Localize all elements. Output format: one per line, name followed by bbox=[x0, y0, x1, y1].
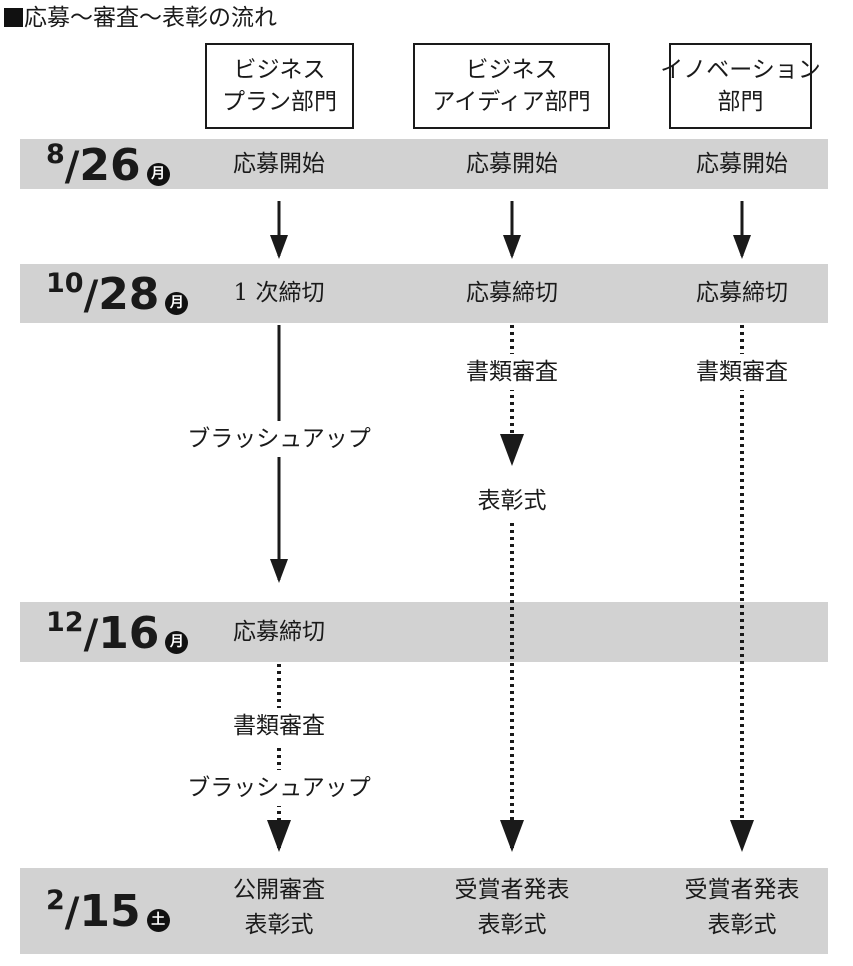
black-square-icon bbox=[4, 8, 23, 27]
step-document-review: 書類審査 bbox=[466, 354, 558, 390]
date-band-row-2 bbox=[20, 264, 828, 323]
diagram-title: 応募〜審査〜表彰の流れ bbox=[4, 2, 277, 34]
cell-winner-announcement: 受賞者発表 bbox=[684, 877, 800, 903]
column-header-line: 部門 bbox=[717, 89, 764, 115]
cell-ceremony: 表彰式 bbox=[477, 912, 547, 938]
date-day: 16 bbox=[98, 608, 160, 659]
date-slash: / bbox=[64, 890, 80, 936]
cell-start: 応募開始 bbox=[466, 151, 558, 177]
cell-start: 応募開始 bbox=[233, 151, 325, 177]
step-brushup: ブラッシュアップ bbox=[187, 770, 371, 806]
date-day: 26 bbox=[79, 140, 141, 191]
date-day: 15 bbox=[79, 886, 141, 937]
column-header-line: プラン部門 bbox=[222, 89, 337, 115]
column-header-business-idea: ビジネス アイディア部門 bbox=[413, 43, 610, 129]
column-header-line: ビジネス bbox=[465, 57, 558, 83]
date-month: 8 bbox=[46, 139, 65, 170]
title-text: 応募〜審査〜表彰の流れ bbox=[24, 5, 277, 31]
weekday-badge: 月 bbox=[165, 631, 189, 654]
cell-ceremony: 表彰式 bbox=[707, 912, 777, 938]
cell-deadline: 応募締切 bbox=[696, 280, 788, 306]
column-header-business-plan: ビジネス プラン部門 bbox=[205, 43, 354, 129]
weekday-badge: 土 bbox=[146, 909, 170, 932]
weekday-badge: 月 bbox=[146, 163, 170, 186]
cell-first-deadline: 1 次締切 bbox=[233, 280, 325, 306]
date-band-row-3 bbox=[20, 602, 828, 662]
step-document-review: 書類審査 bbox=[233, 708, 325, 744]
weekday-badge: 月 bbox=[165, 292, 189, 315]
date-month: 10 bbox=[46, 268, 84, 299]
cell-start: 応募開始 bbox=[696, 151, 788, 177]
date-slash: / bbox=[83, 273, 99, 319]
column-header-line: ビジネス bbox=[233, 57, 326, 83]
column-header-line: イノベーション bbox=[660, 57, 821, 83]
step-document-review: 書類審査 bbox=[696, 354, 788, 390]
cell-public-review: 公開審査 bbox=[233, 877, 325, 903]
column-header-line: アイディア部門 bbox=[432, 89, 591, 115]
date-month: 2 bbox=[46, 885, 65, 916]
date-day: 28 bbox=[98, 269, 160, 320]
cell-deadline: 応募締切 bbox=[466, 280, 558, 306]
date-month: 12 bbox=[46, 607, 84, 638]
date-slash: / bbox=[64, 144, 80, 190]
column-header-innovation: イノベーション 部門 bbox=[660, 43, 821, 129]
date-slash: / bbox=[83, 612, 99, 658]
cell-ceremony: 表彰式 bbox=[244, 912, 314, 938]
cell-winner-announcement: 受賞者発表 bbox=[454, 877, 570, 903]
step-ceremony: 表彰式 bbox=[477, 483, 547, 519]
step-brushup: ブラッシュアップ bbox=[187, 421, 371, 457]
cell-deadline: 応募締切 bbox=[233, 619, 325, 645]
